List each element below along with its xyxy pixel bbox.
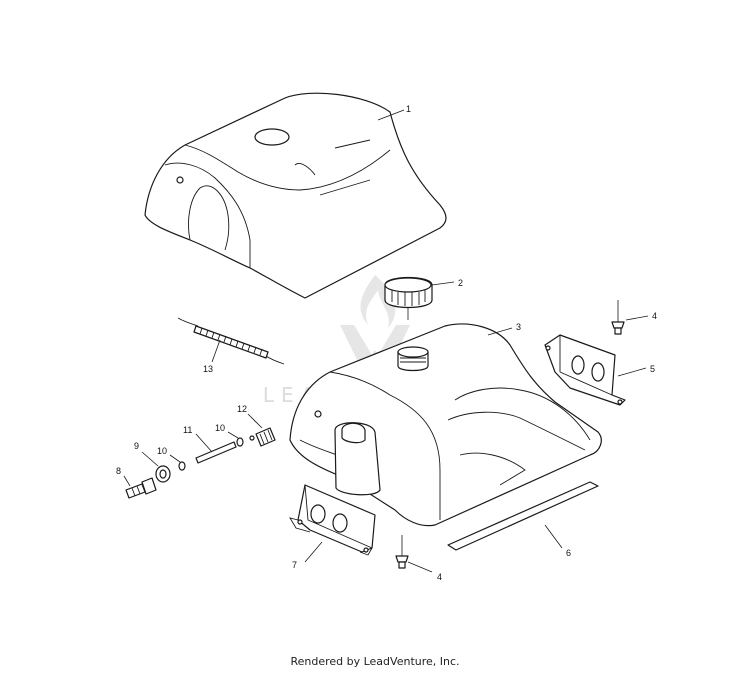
callout-number-10-left: 10 bbox=[157, 446, 167, 456]
part-13-spring[interactable] bbox=[177, 317, 285, 365]
part-3-fuel-tank[interactable] bbox=[289, 323, 602, 527]
part-4-rivet-bottom[interactable] bbox=[395, 535, 409, 569]
callout-number-2: 2 bbox=[458, 278, 463, 288]
callout-number-13: 13 bbox=[203, 364, 213, 374]
callout-13: 13 bbox=[203, 339, 221, 374]
part-4-rivet-top[interactable] bbox=[611, 300, 625, 335]
callout-10-right: 10 bbox=[215, 423, 239, 439]
part-5-right-bracket[interactable] bbox=[544, 334, 626, 406]
callout-8: 8 bbox=[116, 466, 131, 487]
callout-4-bottom: 4 bbox=[407, 561, 442, 582]
callout-number-5: 5 bbox=[650, 364, 655, 374]
callout-number-9: 9 bbox=[134, 441, 139, 451]
callout-number-3: 3 bbox=[516, 322, 521, 332]
part-2-fuel-cap[interactable] bbox=[384, 276, 433, 309]
callout-number-7: 7 bbox=[292, 560, 297, 570]
part-7-left-bracket[interactable] bbox=[289, 484, 376, 556]
callout-6: 6 bbox=[544, 524, 571, 558]
callout-4-top: 4 bbox=[625, 311, 657, 321]
callout-11: 11 bbox=[183, 425, 213, 453]
callout-number-8: 8 bbox=[116, 466, 121, 476]
part-6-strap[interactable] bbox=[447, 481, 599, 551]
callout-number-1: 1 bbox=[406, 104, 411, 114]
callout-3: 3 bbox=[487, 322, 521, 336]
part-8-fitting[interactable] bbox=[125, 477, 157, 499]
part-1-cover[interactable] bbox=[144, 92, 447, 299]
callout-number-12: 12 bbox=[237, 404, 247, 414]
callout-number-10-right: 10 bbox=[215, 423, 225, 433]
callout-5: 5 bbox=[617, 364, 655, 377]
part-10-washer-left[interactable] bbox=[178, 461, 186, 471]
part-12-threaded-fitting[interactable] bbox=[249, 427, 276, 447]
callout-10-left: 10 bbox=[157, 446, 181, 463]
callout-12: 12 bbox=[237, 404, 263, 429]
callout-number-11: 11 bbox=[183, 425, 192, 435]
callout-number-6: 6 bbox=[566, 548, 571, 558]
callout-2: 2 bbox=[431, 278, 463, 288]
part-11-rod[interactable] bbox=[195, 441, 237, 464]
callout-number-4-top: 4 bbox=[652, 311, 657, 321]
callout-1: 1 bbox=[377, 104, 411, 121]
part-9-grommet[interactable] bbox=[155, 465, 171, 483]
callout-9: 9 bbox=[134, 441, 159, 467]
callout-7: 7 bbox=[292, 541, 323, 570]
part-10-washer-right[interactable] bbox=[236, 437, 244, 447]
callout-number-4-bottom: 4 bbox=[437, 572, 442, 582]
rendered-by-credit: Rendered by LeadVenture, Inc. bbox=[290, 655, 460, 668]
